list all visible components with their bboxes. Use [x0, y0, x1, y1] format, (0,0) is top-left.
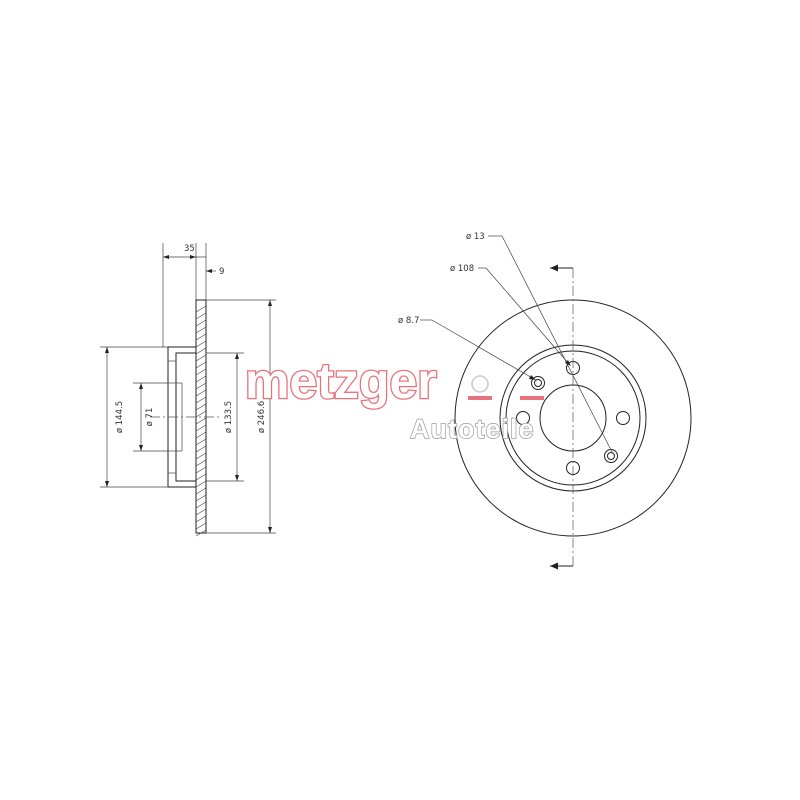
section-marker-top [550, 264, 573, 272]
hatch-line [195, 424, 207, 432]
disc-section-outline [167, 299, 207, 534]
hatch-line [195, 459, 207, 467]
dim-label-246-6: ø 246.6 [257, 401, 267, 433]
watermark-sub: Autoteile [410, 414, 535, 444]
section-hatching [195, 305, 207, 537]
hatch-line [195, 522, 207, 530]
dim-outer-diameter: ø 246.6 [206, 299, 276, 534]
leader-screw-hole: ø 8.7 [398, 316, 536, 380]
dim-label-144-5: ø 144.5 [115, 401, 125, 433]
section-marker-bottom [550, 562, 573, 570]
dim-hat-diameter: ø 144.5 [100, 346, 168, 488]
hatch-line [195, 319, 207, 327]
hatch-line [195, 438, 207, 446]
screw-hole-lower-right [604, 449, 618, 463]
leader-bolt-hole: ø 13 [466, 232, 613, 453]
hatch-line [195, 515, 207, 523]
hatch-line [195, 312, 207, 320]
dim-inner-diameter: ø 133.5 [206, 352, 244, 482]
dim-label-8-7: ø 8.7 [398, 316, 419, 326]
watermark-ring-icon [471, 375, 489, 393]
hatch-line [195, 403, 207, 411]
hatch-line [195, 333, 207, 341]
hatch-line [195, 494, 207, 502]
dim-label-71: ø 71 [145, 408, 155, 427]
hatch-line [195, 354, 207, 362]
dim-label-108: ø 108 [450, 264, 474, 274]
hatch-line [195, 417, 207, 425]
dim-bore-diameter: ø 71 [133, 382, 168, 452]
hatch-line [195, 368, 207, 376]
hatch-line [195, 375, 207, 383]
hatch-line [195, 452, 207, 460]
watermark-brand: metzger [245, 353, 437, 409]
dim-label-9: 9 [219, 267, 224, 277]
screw-hole-upper-left [531, 376, 545, 390]
hatch-line [195, 361, 207, 369]
dim-offset-depth: 35 [162, 243, 207, 347]
stud-hole-right [616, 411, 630, 425]
hatch-line [195, 501, 207, 509]
dim-disc-thickness: 9 [206, 267, 224, 277]
dim-label-133-5: ø 133.5 [224, 401, 234, 433]
watermark-logo: metzger Autoteile [244, 352, 544, 445]
hatch-line [195, 389, 207, 397]
leader-bolt-circle: ø 108 [450, 264, 571, 366]
hatch-line [195, 480, 207, 488]
hatch-line [195, 487, 207, 495]
hatch-line [195, 382, 207, 390]
hatch-line [195, 347, 207, 355]
hatch-line [195, 410, 207, 418]
side-view-section [150, 299, 222, 537]
hatch-line [195, 473, 207, 481]
hatch-line [195, 305, 207, 313]
hatch-line [195, 466, 207, 474]
hatch-line [195, 326, 207, 334]
hatch-line [195, 431, 207, 439]
hatch-line [195, 445, 207, 453]
hatch-line [195, 396, 207, 404]
hatch-line [195, 340, 207, 348]
hatch-line [195, 508, 207, 516]
stud-hole-left [516, 411, 530, 425]
dim-label-13: ø 13 [466, 232, 485, 242]
hatch-line [195, 529, 207, 537]
dim-label-35: 35 [184, 244, 195, 254]
